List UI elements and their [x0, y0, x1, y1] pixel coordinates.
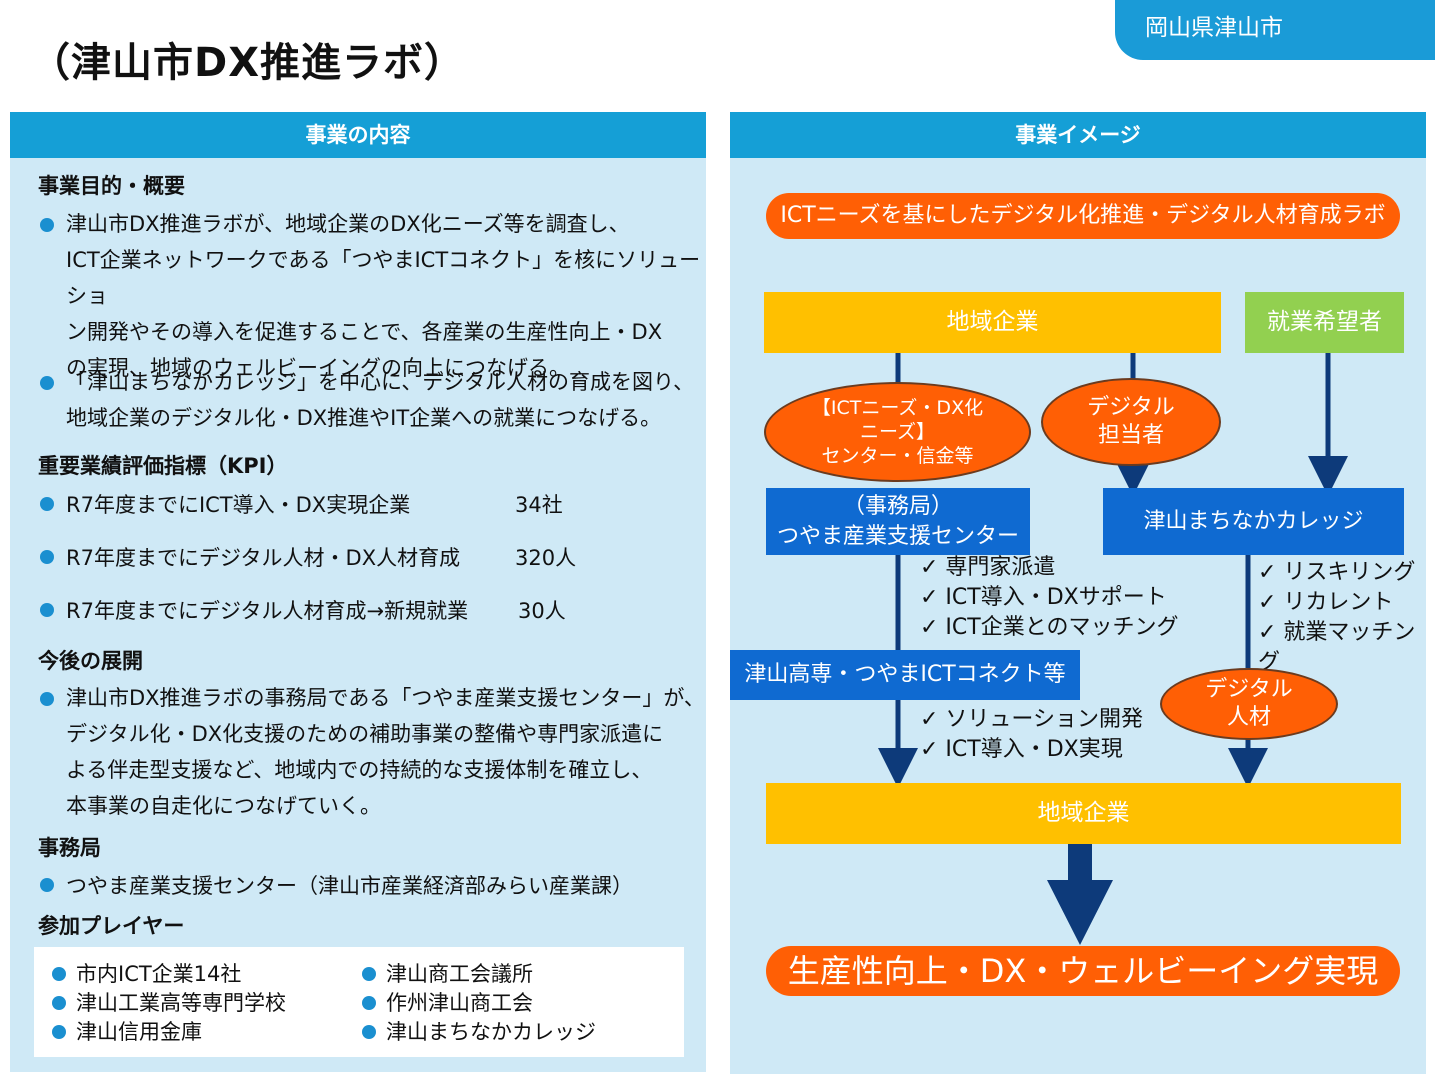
kosen-box: 津山高専・つやまICTコネクト等 [730, 650, 1080, 700]
text-line: デジタル化・DX化支援のための補助事業の整備や専門家派遣に [66, 722, 664, 746]
text-line: デジタル [1205, 677, 1293, 702]
players-box: 市内ICT企業14社 津山商工会議所 津山工業高等専門学校 作州津山商工会 津山… [34, 947, 684, 1057]
result-pill: 生産性向上・DX・ウェルビーイング実現 [766, 946, 1400, 996]
text-line: 津山市DX推進ラボが、地域企業のDX化ニーズ等を調査し、 [66, 212, 630, 236]
check-item: ✓ 就業マッチング [1258, 620, 1416, 675]
text-line: 担当者 [1097, 423, 1164, 448]
connector-lines [878, 352, 1348, 788]
check-item: ✓ リカレント [1258, 590, 1394, 615]
prefecture-tab: 岡山県津山市 [1115, 0, 1435, 60]
kpi-label-2: R7年度までにデジタル人材・DX人材育成 [66, 546, 461, 570]
office-box: （事務局） つやま産業支援センター [766, 488, 1030, 555]
companies-bottom-box: 地域企業 [766, 783, 1401, 844]
bullet-dot [362, 1025, 376, 1039]
future-text: 津山市DX推進ラボの事務局である「つやま産業支援センター」が、 デジタル化・DX… [66, 680, 706, 824]
bullet-dot [40, 603, 54, 617]
text-line: 「津山まちなかカレッジ」を中心に、デジタル人材の育成を図り、 [66, 370, 695, 394]
player-item: 津山工業高等専門学校 [76, 991, 286, 1015]
text-line: 本事業の自走化につなげていく。 [66, 794, 381, 818]
text-line: デジタル [1087, 395, 1175, 420]
kpi-value-1: 34社 [515, 493, 563, 517]
players-heading: 参加プレイヤー [38, 914, 185, 938]
check-item: ✓ 専門家派遣 [920, 555, 1056, 580]
kpi-label-3: R7年度までにデジタル人材育成→新規就業 [66, 599, 469, 623]
text-line: 人材 [1226, 705, 1271, 730]
check-item: ✓ ICT企業とのマッチング [920, 615, 1179, 640]
needs-ellipse: 【ICTニーズ・DX化 ニーズ】 センター・信金等 [764, 382, 1031, 482]
purpose-bullet-1: 津山市DX推進ラボが、地域企業のDX化ニーズ等を調査し、 ICT企業ネットワーク… [66, 206, 706, 386]
text-line: ICT企業ネットワークである「つやまICTコネクト」を核にソリューショ [66, 248, 701, 308]
check-item: ✓ ソリューション開発 [920, 707, 1143, 732]
purpose-heading: 事業目的・概要 [38, 174, 185, 198]
kosen-checks: ✓ ソリューション開発 ✓ ICT導入・DX実現 [920, 705, 1143, 765]
bullet-dot [40, 692, 54, 706]
big-down-arrow [1047, 844, 1113, 945]
text-line: の実現、地域のウェルビーイングの向上につなげる。 [66, 356, 570, 380]
bullet-dot [52, 1025, 66, 1039]
kpi-value-2: 320人 [515, 546, 577, 570]
bullet-dot [40, 218, 54, 232]
office-text: つやま産業支援センター（津山市産業経済部みらい産業課） [66, 874, 633, 898]
companies-top-box: 地域企業 [764, 292, 1221, 353]
college-box: 津山まちなかカレッジ [1103, 488, 1404, 555]
left-panel-heading: 事業の内容 [10, 112, 706, 158]
bullet-dot [362, 967, 376, 981]
kpi-value-3: 30人 [518, 599, 566, 623]
check-item: ✓ ICT導入・DXサポート [920, 585, 1167, 610]
text-line: よる伴走型支援など、地域内での持続的な支援体制を確立し、 [66, 758, 653, 782]
job-seekers-box: 就業希望者 [1245, 292, 1404, 353]
player-item: 作州津山商工会 [386, 991, 533, 1015]
top-pill: ICTニーズを基にしたデジタル化推進・デジタル人材育成ラボ [766, 193, 1400, 239]
text-line: ン開発やその導入を促進することで、各産業の生産性向上・DX [66, 320, 663, 344]
bullet-dot [40, 550, 54, 564]
text-line: 津山市DX推進ラボの事務局である「つやま産業支援センター」が、 [66, 686, 705, 710]
office-checks: ✓ 専門家派遣 ✓ ICT導入・DXサポート ✓ ICT企業とのマッチング [920, 553, 1179, 643]
college-checks: ✓ リスキリング ✓ リカレント ✓ 就業マッチング [1258, 558, 1435, 678]
text-line: 【ICTニーズ・DX化 [811, 397, 984, 419]
player-item: 津山まちなかカレッジ [386, 1020, 596, 1044]
kpi-label-1: R7年度までにICT導入・DX実現企業 [66, 493, 411, 517]
player-item: 津山信用金庫 [76, 1020, 202, 1044]
text-line: センター・信金等 [821, 445, 974, 467]
text-line: つやま産業支援センター [776, 524, 1019, 549]
talent-ellipse: デジタル 人材 [1160, 668, 1338, 740]
purpose-bullet-2: 「津山まちなかカレッジ」を中心に、デジタル人材の育成を図り、 地域企業のデジタル… [66, 364, 706, 436]
text-line: 地域企業のデジタル化・DX推進やIT企業への就業につなげる。 [66, 406, 662, 430]
text-line: ニーズ】 [859, 421, 936, 443]
check-item: ✓ ICT導入・DX実現 [920, 737, 1123, 762]
page-title: （津山市DX推進ラボ） [30, 40, 466, 86]
text-line: （事務局） [842, 494, 953, 519]
bullet-dot [52, 967, 66, 981]
left-panel: 事業の内容 [10, 112, 706, 1072]
check-item: ✓ リスキリング [1258, 560, 1416, 585]
bullet-dot [362, 996, 376, 1010]
staff-ellipse: デジタル 担当者 [1041, 378, 1221, 466]
bullet-dot [52, 996, 66, 1010]
right-panel-heading: 事業イメージ [730, 112, 1426, 158]
bullet-dot [40, 878, 54, 892]
kpi-heading: 重要業績評価指標（KPI） [38, 454, 288, 478]
player-item: 市内ICT企業14社 [76, 962, 242, 986]
future-heading: 今後の展開 [38, 649, 143, 673]
player-item: 津山商工会議所 [386, 962, 533, 986]
bullet-dot [40, 376, 54, 390]
bullet-dot [40, 497, 54, 511]
office-heading: 事務局 [38, 836, 101, 860]
